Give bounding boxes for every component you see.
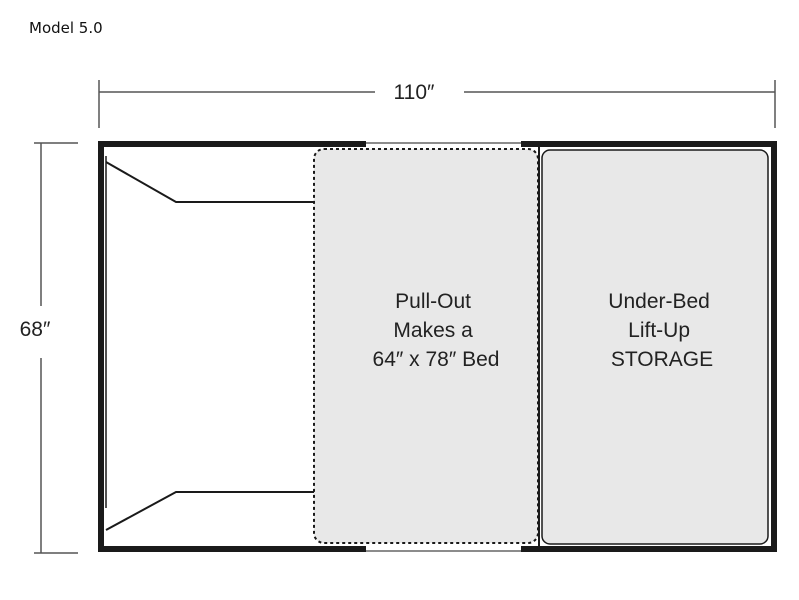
height-dimension-label: 68″ bbox=[20, 318, 51, 341]
height-dimension: 68″ bbox=[20, 142, 78, 554]
storage-label-line-2: Lift-Up bbox=[628, 319, 690, 342]
storage-label-line-3: STORAGE bbox=[611, 348, 713, 371]
storage-zone: Under-Bed Lift-Up STORAGE bbox=[541, 149, 769, 545]
width-dimension-label: 110″ bbox=[394, 81, 435, 104]
width-dimension: 110″ bbox=[98, 80, 776, 128]
storage-label-line-1: Under-Bed bbox=[608, 290, 710, 313]
pullout-label-line-3: 64″ x 78″ Bed bbox=[373, 348, 500, 371]
pullout-label-line-1: Pull-Out bbox=[395, 290, 471, 313]
storage-outline bbox=[541, 149, 769, 545]
pullout-label-line-2: Makes a bbox=[393, 319, 473, 342]
outer-walls bbox=[98, 141, 777, 552]
pullout-bed-zone: Pull-Out Makes a 64″ x 78″ Bed bbox=[313, 148, 539, 544]
model-title: Model 5.0 bbox=[29, 19, 103, 37]
storage-label: Under-Bed Lift-Up STORAGE bbox=[608, 290, 715, 371]
pullout-bed-label: Pull-Out Makes a 64″ x 78″ Bed bbox=[373, 290, 500, 371]
pullout-bed-outline bbox=[313, 148, 539, 544]
